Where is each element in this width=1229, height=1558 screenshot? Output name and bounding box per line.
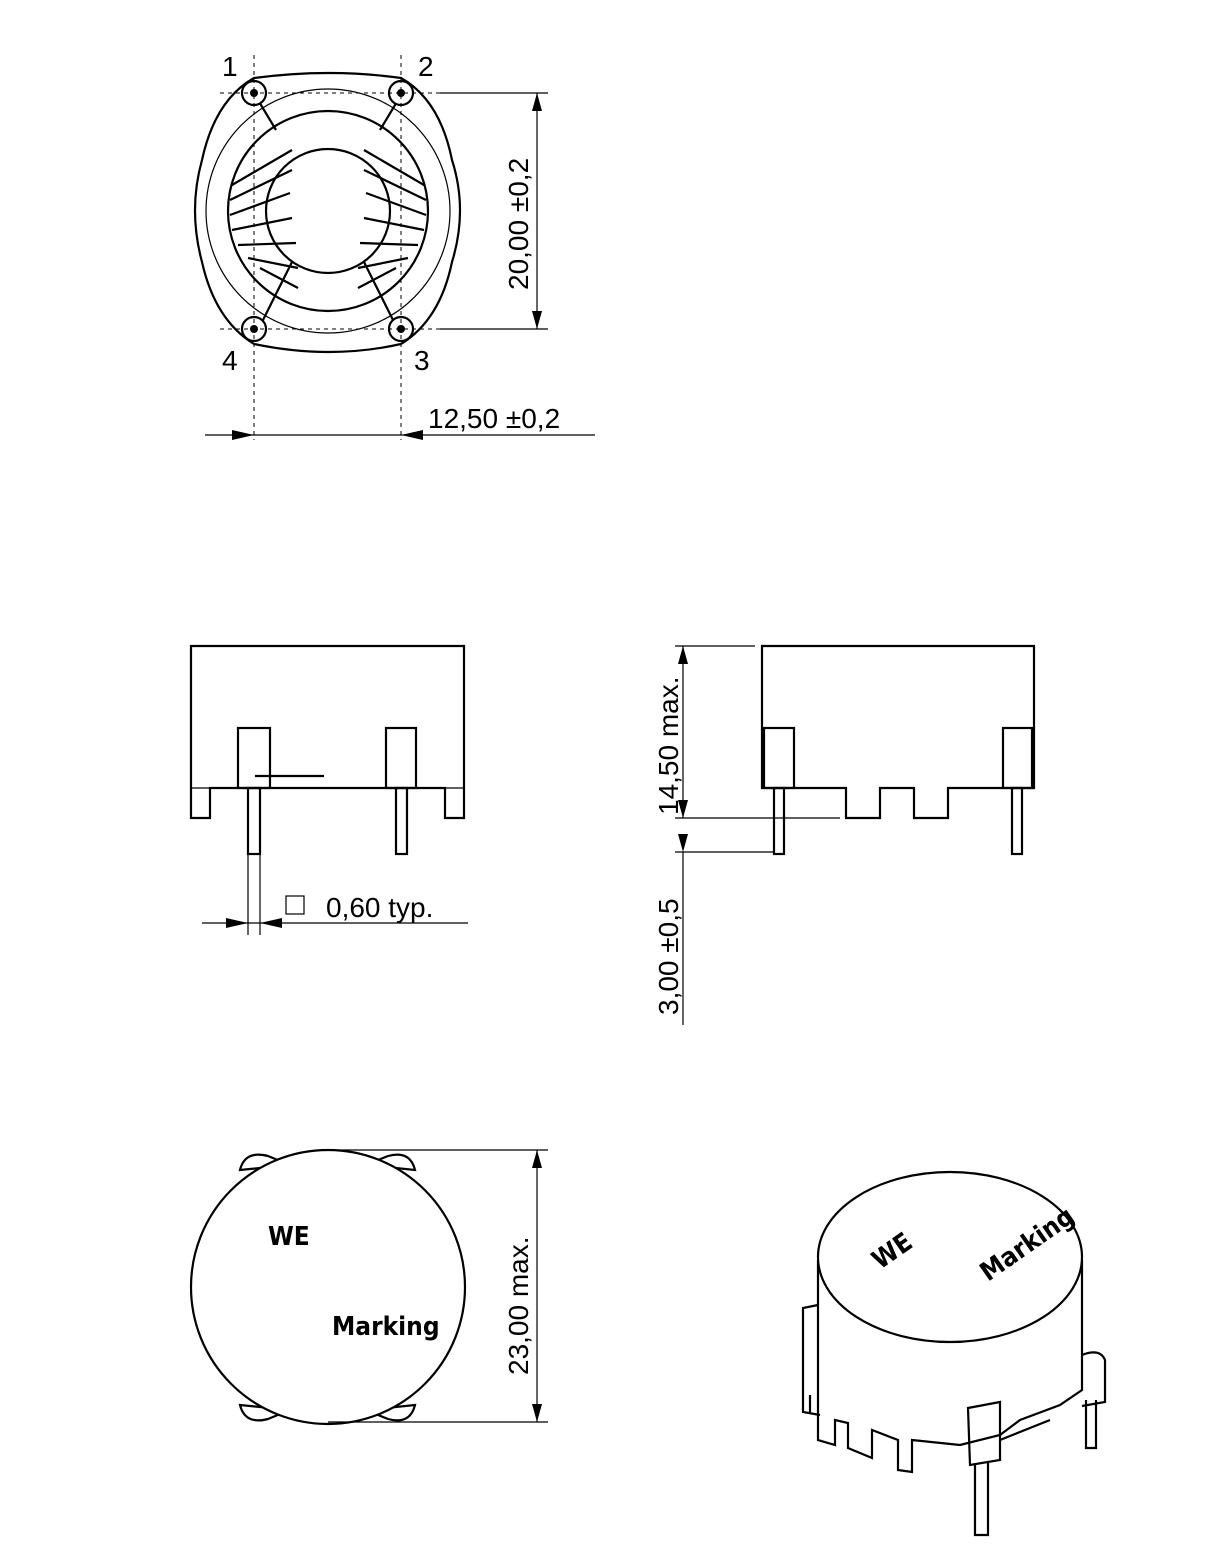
side-pin-right <box>1010 786 1024 856</box>
pin-label-1: 1 <box>222 51 238 82</box>
front-view: 0,60 typ. <box>189 644 468 935</box>
pin-label-3: 3 <box>414 345 430 376</box>
top-view: 1 2 3 4 20,00 ±0,2 12,50 ±0,2 <box>193 51 595 440</box>
pin-sleeve-right <box>384 726 418 790</box>
bottom-view: WE Marking 23,00 max. <box>189 1148 548 1426</box>
iso-top <box>816 1170 1084 1344</box>
square-symbol <box>285 895 305 915</box>
iso-body <box>816 1260 1084 1474</box>
height-dimension: 20,00 ±0,2 <box>503 158 534 290</box>
diameter-dimension: 23,00 max. <box>503 1236 534 1375</box>
pin-label-2: 2 <box>418 51 434 82</box>
body-height-dimension: 14,50 max. <box>653 676 684 815</box>
pin-length-dimension: 3,00 ±0,5 <box>653 898 684 1015</box>
pin-left <box>246 786 262 856</box>
housing-inner-ring <box>205 88 451 334</box>
we-logo: WE <box>268 1222 310 1252</box>
side-sleeve-right <box>1001 726 1034 790</box>
core-inner <box>264 147 392 275</box>
bottom-disc <box>189 1148 467 1426</box>
pin-right <box>394 786 409 856</box>
front-body <box>189 644 466 820</box>
side-view: 14,50 max. 3,00 ±0,5 <box>653 644 1036 1025</box>
marking-text: Marking <box>332 1312 440 1342</box>
pin-size-dimension: 0,60 typ. <box>326 892 433 923</box>
windings <box>229 99 427 323</box>
core-outer <box>226 109 430 313</box>
pins <box>240 79 415 343</box>
pin-label-4: 4 <box>222 345 238 376</box>
iso-view: WE Marking <box>801 1170 1107 1537</box>
pin-sleeve-left <box>236 726 272 790</box>
side-body <box>760 644 1036 820</box>
side-pin-left <box>772 786 786 856</box>
side-sleeve-left <box>762 726 796 790</box>
pitch-dimension: 12,50 ±0,2 <box>428 403 560 434</box>
